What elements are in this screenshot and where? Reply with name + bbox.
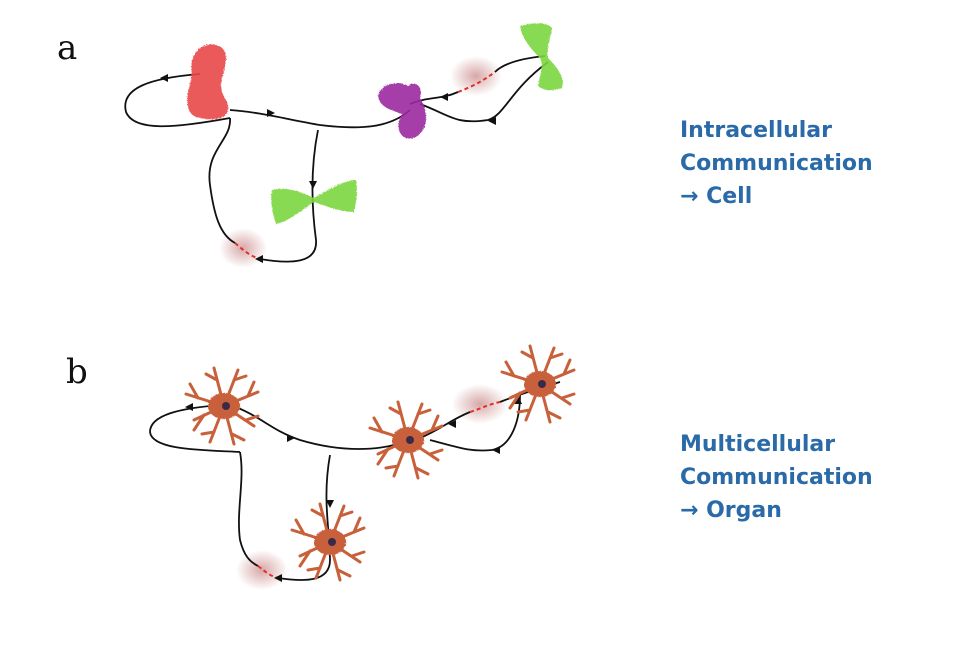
caption-line: Communication bbox=[680, 151, 873, 176]
glow-spot bbox=[452, 384, 508, 424]
caption-multicellular: Multicellular Communication → Organ bbox=[680, 428, 873, 527]
panel-a-diagram bbox=[124, 23, 563, 268]
panel-b-diagram bbox=[149, 346, 574, 590]
green-molecule-icon bbox=[520, 23, 563, 91]
panel-label-a: a bbox=[57, 28, 78, 68]
red-molecule-icon bbox=[187, 44, 229, 120]
caption-line: Communication bbox=[680, 465, 873, 490]
caption-line: → Cell bbox=[680, 184, 753, 209]
arrowheads-b bbox=[185, 396, 522, 582]
caption-line: Intracellular bbox=[680, 118, 833, 143]
pathway-lines-a bbox=[124, 55, 549, 263]
caption-intracellular: Intracellular Communication → Cell bbox=[680, 114, 873, 213]
broken-link bbox=[457, 71, 496, 93]
green-molecule-icon bbox=[271, 180, 357, 224]
panel-label-b: b bbox=[66, 352, 88, 392]
glow-spot bbox=[219, 228, 267, 268]
caption-line: → Organ bbox=[680, 498, 782, 523]
purple-molecule-icon bbox=[378, 83, 427, 139]
arrowheads-a bbox=[160, 74, 496, 263]
neuron-cell-icon bbox=[502, 346, 574, 422]
neuron-cell-icon bbox=[186, 368, 258, 444]
glow-spot bbox=[236, 550, 288, 590]
caption-line: Multicellular bbox=[680, 432, 836, 457]
broken-link bbox=[469, 401, 501, 413]
glow-spot bbox=[450, 56, 502, 96]
broken-link bbox=[234, 242, 261, 260]
